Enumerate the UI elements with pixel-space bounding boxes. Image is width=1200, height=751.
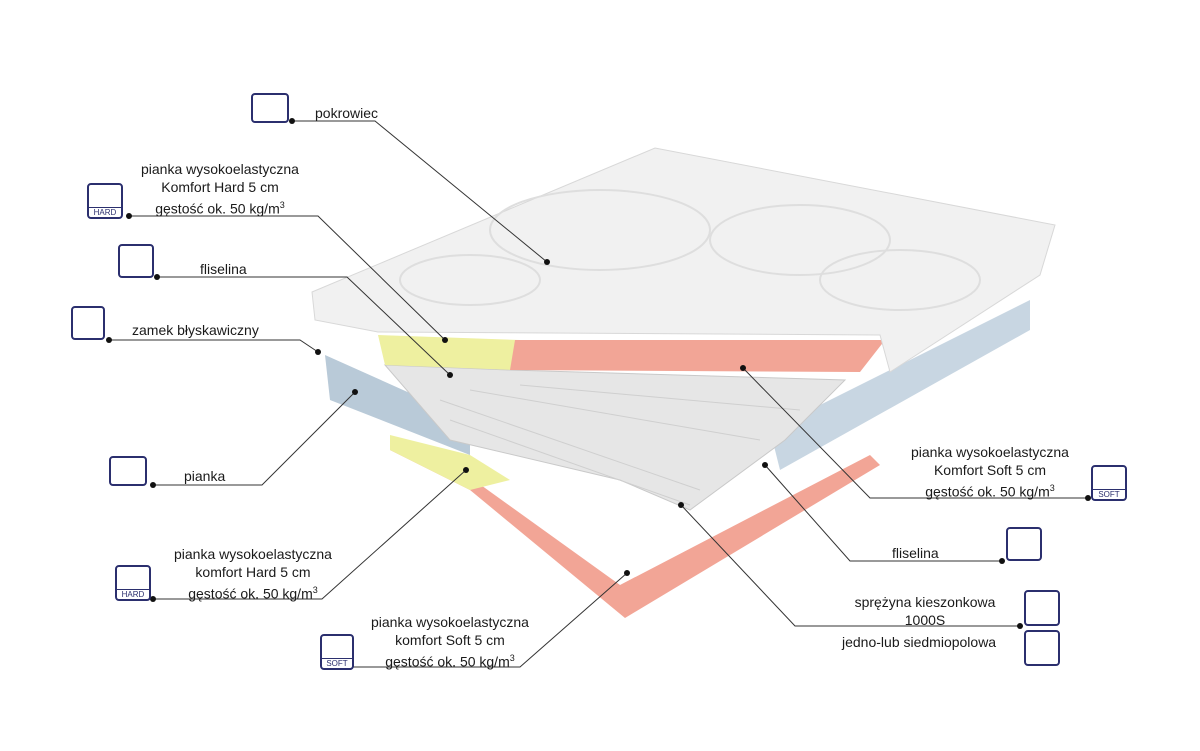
line1: pianka wysokoelastyczna: [371, 614, 529, 630]
leader-lines: [109, 120, 1088, 668]
cover-icon: [251, 93, 289, 123]
sup: 3: [312, 585, 318, 595]
soft-foam-icon: SOFT: [1091, 465, 1127, 501]
label-zipper: zamek błyskawiczny: [132, 322, 259, 338]
hard-tag: HARD: [89, 207, 121, 217]
soft-tag: SOFT: [322, 658, 352, 668]
line1: pianka wysokoelastyczna: [911, 444, 1069, 460]
line1: pianka wysokoelastyczna: [174, 546, 332, 562]
top-hard-foam: [378, 335, 520, 370]
label-cover: pokrowiec: [315, 105, 379, 121]
bottom-hard-foam: [390, 435, 510, 490]
label-soft-right: pianka wysokoelastyczna Komfort Soft 5 c…: [900, 443, 1080, 501]
soft-tag: SOFT: [1093, 489, 1125, 499]
line2: komfort Soft 5 cm: [395, 632, 505, 648]
top-soft-foam: [510, 340, 885, 372]
label-soft-bottom: pianka wysokoelastyczna komfort Soft 5 c…: [360, 613, 540, 671]
hard-foam-icon: HARD: [87, 183, 123, 219]
sup: 3: [279, 200, 285, 210]
line2: Komfort Soft 5 cm: [933, 462, 1047, 478]
side-foam-frame-right: [770, 300, 1030, 470]
hard-foam-icon: HARD: [115, 565, 151, 601]
line1: sprężyna kieszonkowa: [854, 594, 996, 610]
sup: 3: [1049, 483, 1055, 493]
label-hard-top: pianka wysokoelastyczna Komfort Hard 5 c…: [130, 160, 310, 218]
fleece-icon: [118, 244, 154, 278]
line3: gęstość ok. 50 kg/m: [155, 200, 280, 217]
pocket-springs: [383, 364, 847, 511]
soft-foam-icon: SOFT: [320, 634, 354, 670]
sup: 3: [509, 653, 515, 663]
label-zones: jedno-lub siedmiopolowa: [842, 634, 997, 650]
zones-icon: [1024, 630, 1060, 666]
hard-tag: HARD: [117, 589, 149, 599]
line2: komfort Hard 5 cm: [195, 564, 311, 580]
bottom-soft-foam: [390, 440, 880, 618]
line3: gęstość ok. 50 kg/m: [385, 653, 510, 670]
label-spring: sprężyna kieszonkowa 1000S: [835, 593, 1015, 629]
pocket-spring-icon: [1024, 590, 1060, 626]
side-foam-frame: [325, 355, 470, 455]
line2: 1000S: [904, 612, 946, 628]
label-fleece-right: fliselina: [892, 545, 939, 561]
label-foam: pianka: [184, 468, 226, 484]
mattress-cover: [311, 147, 1056, 373]
foam-icon: [109, 456, 147, 486]
zipper-icon: [71, 306, 105, 340]
label-fleece-left: fliselina: [200, 261, 247, 277]
line3: gęstość ok. 50 kg/m: [188, 585, 313, 602]
line1: pianka wysokoelastyczna: [141, 161, 299, 177]
line2: Komfort Hard 5 cm: [161, 179, 279, 195]
fleece-icon: [1006, 527, 1042, 561]
label-hard-bottom: pianka wysokoelastyczna komfort Hard 5 c…: [163, 545, 343, 603]
line3: gęstość ok. 50 kg/m: [925, 483, 1050, 500]
